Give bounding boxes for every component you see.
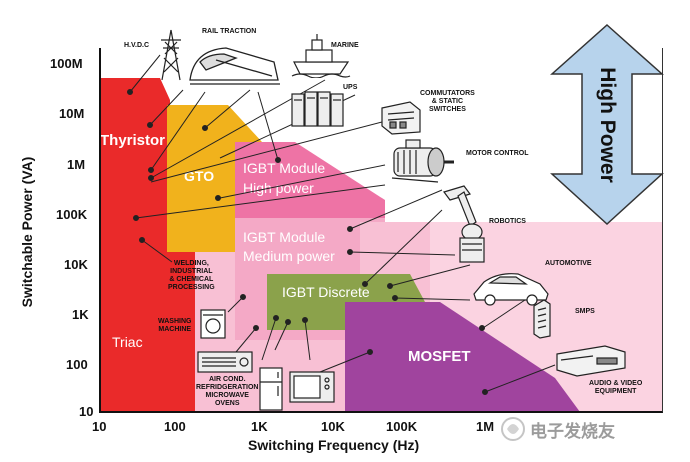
refrigerator-icon: [259, 367, 283, 411]
motor-control-label: MOTOR CONTROL: [466, 150, 529, 157]
x-tick-10: 10: [92, 419, 107, 434]
washing-machine-label: WASHING MACHINE: [158, 318, 192, 333]
x-tick-100k: 100K: [386, 419, 418, 434]
igbt-medium-label-2: Medium power: [243, 248, 335, 264]
igbt-discrete-label: IGBT Discrete: [282, 284, 370, 300]
y-axis-title: Switchable Power (VA): [19, 156, 35, 308]
y-tick-100: 100: [66, 357, 88, 372]
switchgear-icon: [381, 101, 421, 135]
high-power-arrow-icon: [550, 23, 664, 226]
smps-label: SMPS: [575, 308, 595, 315]
av-equipment-icon: [556, 345, 626, 377]
y-tick-1m: 1M: [67, 157, 86, 172]
smps-icon: [533, 299, 551, 339]
car-icon: [473, 273, 549, 306]
marine-label: MARINE: [331, 42, 359, 49]
pylon-icon: [161, 29, 181, 81]
triac-label: Triac: [112, 334, 143, 350]
y-tick-1k: 1K: [72, 307, 89, 322]
x-tick-100: 100: [164, 419, 186, 434]
watermark-swirl-icon: [501, 417, 525, 441]
watermark-logo: 电子发烧友: [498, 408, 678, 448]
motor-icon: [391, 139, 454, 183]
air-cond-label: AIR COND. REFRIDGERATION MICROWAVE OVENS: [196, 376, 259, 407]
rail-traction-label: RAIL TRACTION: [202, 28, 257, 35]
igbt-medium-label-1: IGBT Module: [243, 229, 326, 245]
washing-machine-icon: [200, 309, 226, 339]
ship-icon: [291, 34, 351, 78]
y-tick-10k: 10K: [64, 257, 88, 272]
audio-video-label: AUDIO & VIDEO EQUIPMENT: [589, 380, 643, 395]
y-tick-10: 10: [79, 404, 94, 419]
gto-label: GTO: [184, 168, 215, 184]
automotive-label: AUTOMOTIVE: [545, 260, 592, 267]
watermark-text: 电子发烧友: [530, 422, 615, 442]
plot-frame: [99, 48, 663, 413]
ups-label: UPS: [343, 84, 358, 91]
x-axis-title: Switching Frequency (Hz): [248, 437, 420, 453]
y-tick-100k: 100K: [56, 207, 88, 222]
robot-arm-icon: [443, 185, 485, 263]
welding-label: WELDING, INDUSTRIAL & CHEMICAL PROCESSIN…: [168, 260, 215, 291]
microwave-icon: [289, 371, 335, 403]
robotics-label: ROBOTICS: [489, 218, 526, 225]
igbt-high-label-2: High power: [243, 180, 314, 196]
x-tick-1k: 1K: [251, 419, 268, 434]
air-conditioner-icon: [197, 351, 253, 373]
mosfet-label: MOSFET: [408, 348, 471, 365]
commutators-label: COMMUTATORS & STATIC SWITCHES: [420, 90, 475, 113]
ups-icon: [291, 91, 344, 127]
x-tick-10k: 10K: [321, 419, 345, 434]
y-tick-100m: 100M: [50, 56, 83, 71]
igbt-high-label-1: IGBT Module: [243, 160, 326, 176]
train-icon: [189, 47, 280, 85]
y-tick-10m: 10M: [59, 106, 85, 121]
hvdc-label: H.V.D.C: [124, 42, 150, 49]
thyristor-label: Thyristor: [100, 132, 166, 149]
high-power-label: High Power: [596, 67, 619, 183]
x-tick-1m: 1M: [476, 419, 495, 434]
